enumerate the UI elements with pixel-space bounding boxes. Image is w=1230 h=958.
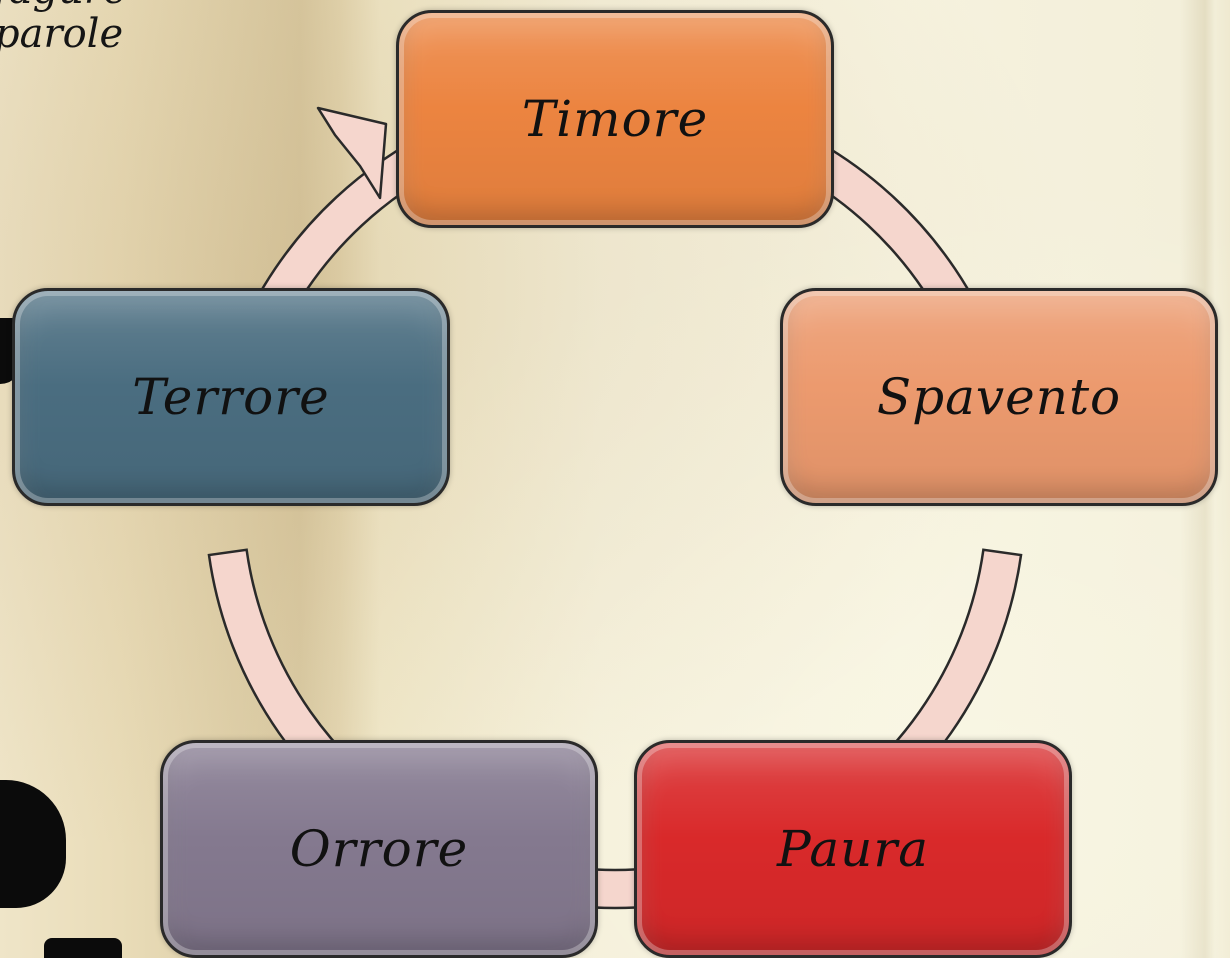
cycle-node-label: Spavento xyxy=(877,368,1121,426)
cycle-node-label: Terrore xyxy=(132,368,329,426)
cycle-node-timore: Timore xyxy=(396,10,834,228)
cycle-node-paura: Paura xyxy=(634,740,1072,958)
cycle-node-terrore: Terrore xyxy=(12,288,450,506)
cycle-node-label: Orrore xyxy=(290,820,468,878)
cycle-node-label: Paura xyxy=(777,820,929,878)
cycle-node-orrore: Orrore xyxy=(160,740,598,958)
cycle-node-spavento: Spavento xyxy=(780,288,1218,506)
cycle-node-label: Timore xyxy=(522,90,708,148)
